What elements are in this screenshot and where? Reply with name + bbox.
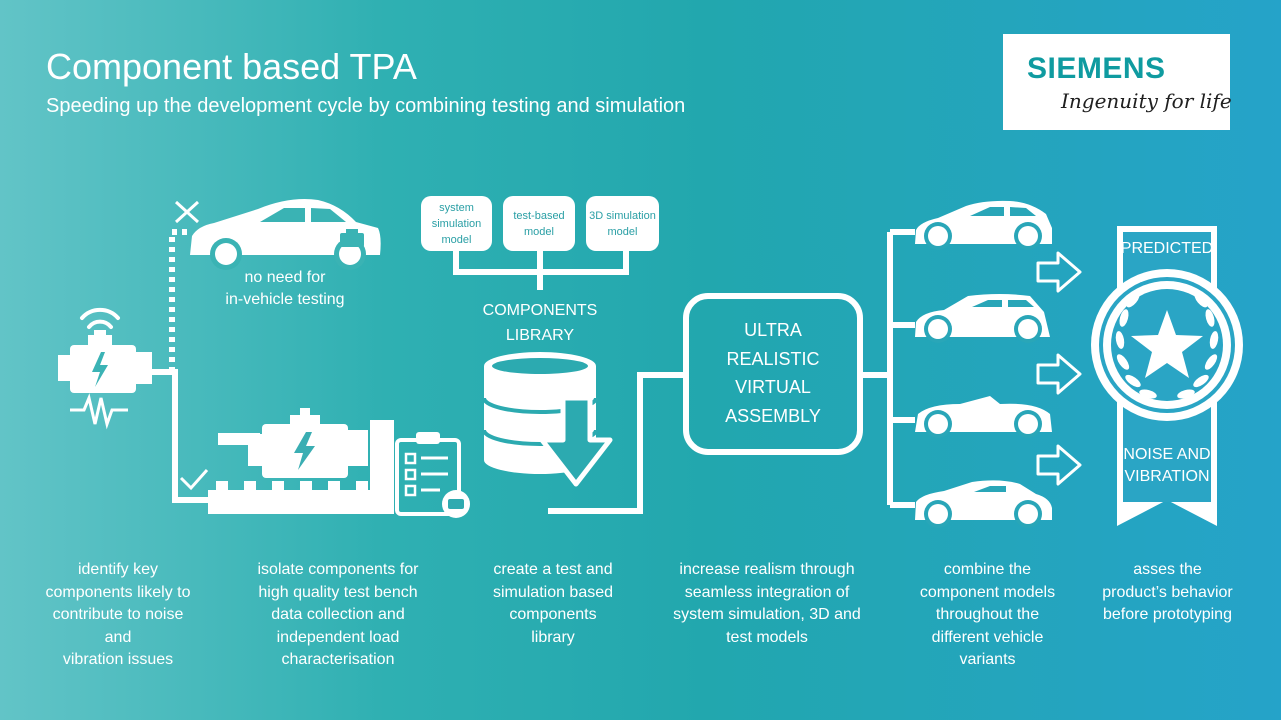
assembly-box [683,293,863,455]
wifi-icon [80,307,120,329]
laurel-icon [1115,292,1219,399]
vibration-icon [70,393,128,430]
test-bench-icon [208,408,394,514]
library-title: COMPONENTS LIBRARY [482,302,598,344]
car-icon [915,294,1050,343]
model-pill-3d: 3D simulation model [586,196,659,251]
model-pill-label: test-based model [513,209,565,238]
check-mark-icon [179,469,209,491]
model-pill-label: system simulation model [431,201,482,246]
page-subtitle: Speeding up the development cycle by com… [46,95,686,117]
model-pill-system: system simulation model [421,196,492,251]
step-caption-1: identify key components likely to contri… [45,561,191,668]
car-icon [915,396,1052,438]
step-caption-6: asses the product’s behavior before prot… [1102,561,1233,623]
badge-top-text: PREDICTED [1120,240,1214,257]
logo-wordmark: SIEMENS [1027,52,1166,85]
model-pill-label: 3D simulation model [589,209,656,238]
connector-engine-testbench [150,369,210,503]
step-caption-4: increase realism through seamless integr… [673,561,861,646]
step-caption-2: isolate components for high quality test… [257,561,419,668]
connector-assembly-variants [860,229,915,508]
x-mark-icon [174,200,200,224]
page-title: Component based TPA [46,46,417,87]
car-icon [190,199,381,270]
vehicle-variants [915,200,1052,528]
clipboard-icon [395,432,470,518]
connector-library-assembly [548,372,686,514]
badge-bottom-text: NOISE AND VIBRATION [1123,446,1211,485]
step-caption-3: create a test and simulation based compo… [492,561,614,646]
car-icon [915,200,1052,250]
dashed-connector-vehicle [169,229,190,372]
engine-icon [58,330,152,393]
step-caption-5: combine the component models throughout … [919,561,1056,668]
star-icon [1131,310,1203,378]
model-pill-test: test-based model [503,196,575,251]
assembly-text: ULTRA REALISTIC VIRTUAL ASSEMBLY [725,320,821,426]
connector-models-library [453,248,629,290]
arrow-right-icon [1036,444,1082,486]
predicted-badge [1091,226,1243,526]
connector-lines [150,229,915,514]
no-test-label: no need for in-vehicle testing [225,269,345,308]
logo-tagline: Ingenuity for life [1061,89,1232,113]
download-arrow-icon [539,395,613,487]
car-icon [915,480,1052,528]
arrow-right-icon [1036,353,1082,395]
arrow-right-icon [1036,251,1082,293]
siemens-logo: SIEMENS Ingenuity for life [1003,34,1232,130]
